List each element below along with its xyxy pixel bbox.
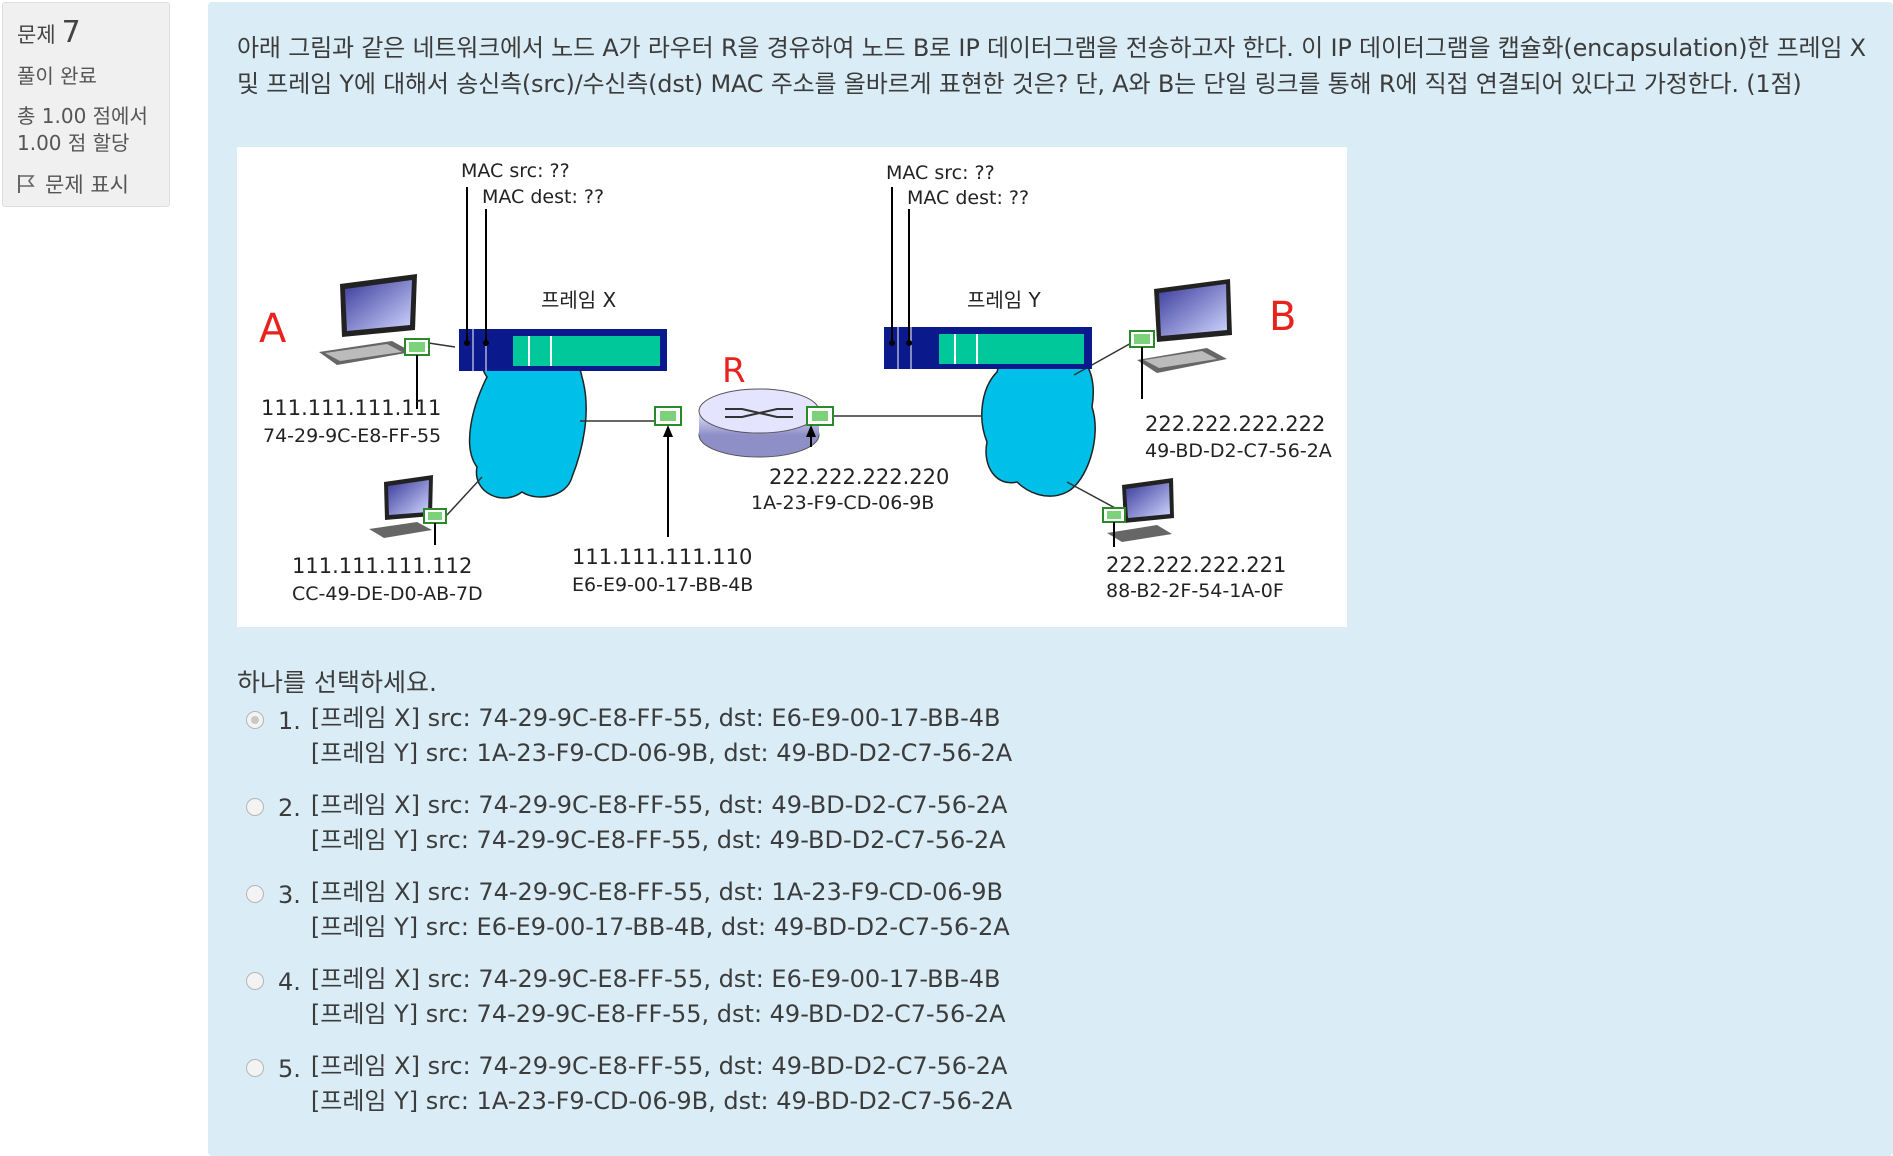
answer-line-2: [프레임 Y] src: 74-29-9C-E8-FF-55, dst: 49-… [310, 1000, 1006, 1028]
network-diagram: MAC src: ?? MAC dest: ?? MAC src: ?? MAC… [237, 147, 1347, 627]
computer-a2-icon [369, 475, 433, 538]
question-label: 문제 [17, 23, 56, 47]
frame-y-mac-src: MAC src: ?? [886, 162, 995, 184]
router-icon [698, 388, 820, 458]
question-grade: 총 1.00 점에서 1.00 점 할당 [17, 103, 155, 157]
frame-y-mac-dest: MAC dest: ?? [907, 187, 1029, 209]
question-text: 아래 그림과 같은 네트워크에서 노드 A가 라우터 R을 경유하여 노드 B로… [237, 34, 1866, 98]
answer-option-5[interactable]: 5. [프레임 X] src: 74-29-9C-E8-FF-55, dst: … [246, 1052, 1013, 1119]
frame-y-label: 프레임 Y [967, 288, 1042, 312]
question-state: 풀이 완료 [17, 64, 97, 88]
answer-line-1: [프레임 X] src: 74-29-9C-E8-FF-55, dst: E6-… [310, 965, 1001, 993]
frame-x-mac-dest: MAC dest: ?? [482, 186, 604, 208]
node-b2-mac: 88-B2-2F-54-1A-0F [1106, 580, 1284, 602]
router-left-mac: E6-E9-00-17-BB-4B [572, 574, 753, 596]
answer-option-2[interactable]: 2. [프레임 X] src: 74-29-9C-E8-FF-55, dst: … [246, 791, 1012, 858]
question-number-value: 7 [61, 15, 81, 50]
node-b-label: B [1269, 294, 1296, 340]
frame-x-mac-src: MAC src: ?? [461, 160, 570, 182]
node-b-ip: 222.222.222.222 [1145, 412, 1325, 436]
answer-line-2: [프레임 Y] src: 1A-23-F9-CD-06-9B, dst: 49-… [310, 1087, 1013, 1115]
frame-y-header [884, 327, 923, 369]
answer-line-1: [프레임 X] src: 74-29-9C-E8-FF-55, dst: 49-… [310, 791, 1008, 819]
node-b-mac: 49-BD-D2-C7-56-2A [1145, 440, 1332, 462]
flag-label: 문제 표시 [45, 173, 129, 197]
answer-number: 3. [278, 881, 301, 909]
router-left-ip: 111.111.111.110 [572, 545, 752, 569]
router-right-ip: 222.222.222.220 [769, 465, 949, 489]
node-a2-ip: 111.111.111.112 [292, 554, 472, 578]
flag-icon [18, 175, 35, 193]
computer-b2-icon [1107, 478, 1174, 542]
answer-line-2: [프레임 Y] src: 1A-23-F9-CD-06-9B, dst: 49-… [310, 739, 1013, 767]
router-label: R [722, 351, 746, 391]
answer-line-2: [프레임 Y] src: 74-29-9C-E8-FF-55, dst: 49-… [310, 826, 1006, 854]
computer-b-icon [1137, 279, 1232, 373]
answer-radio-3[interactable] [246, 885, 264, 903]
node-a-mac: 74-29-9C-E8-FF-55 [263, 425, 441, 447]
question-content: 아래 그림과 같은 네트워크에서 노드 A가 라우터 R을 경유하여 노드 B로… [208, 2, 1893, 1156]
answer-number: 2. [278, 794, 301, 822]
node-a2-mac: CC-49-DE-D0-AB-7D [292, 583, 483, 605]
frame-x-header [459, 329, 498, 371]
router-right-mac: 1A-23-F9-CD-06-9B [751, 492, 934, 514]
answer-number: 5. [278, 1055, 301, 1083]
answer-radio-1[interactable] [246, 711, 264, 729]
flag-question-button[interactable]: 문제 표시 [17, 169, 155, 199]
answer-line-2: [프레임 Y] src: E6-E9-00-17-BB-4B, dst: 49-… [310, 913, 1010, 941]
frame-x-label: 프레임 X [541, 288, 617, 312]
answer-number: 1. [278, 707, 301, 735]
answer-radio-2[interactable] [246, 798, 264, 816]
answer-option-3[interactable]: 3. [프레임 X] src: 74-29-9C-E8-FF-55, dst: … [246, 878, 1012, 945]
answer-number: 4. [278, 968, 301, 996]
answer-line-1: [프레임 X] src: 74-29-9C-E8-FF-55, dst: 49-… [310, 1052, 1008, 1080]
grade-line-2: 1.00 점 할당 [17, 131, 130, 155]
answer-option-1[interactable]: 1. [프레임 X] src: 74-29-9C-E8-FF-55, dst: … [246, 704, 1013, 771]
answer-radio-5[interactable] [246, 1059, 264, 1077]
answer-option-4[interactable]: 4. [프레임 X] src: 74-29-9C-E8-FF-55, dst: … [246, 965, 1012, 1032]
grade-line-1: 총 1.00 점에서 [17, 104, 148, 128]
node-b2-ip: 222.222.222.221 [1106, 553, 1286, 577]
node-a-label: A [259, 306, 287, 352]
computer-a-icon [319, 274, 417, 365]
answer-options: 1. [프레임 X] src: 74-29-9C-E8-FF-55, dst: … [246, 704, 1013, 1142]
answer-radio-4[interactable] [246, 972, 264, 990]
answer-prompt: 하나를 선택하세요. [237, 668, 437, 697]
node-a-ip: 111.111.111.111 [261, 396, 441, 420]
answer-line-1: [프레임 X] src: 74-29-9C-E8-FF-55, dst: E6-… [310, 704, 1001, 732]
answer-line-1: [프레임 X] src: 74-29-9C-E8-FF-55, dst: 1A-… [310, 878, 1004, 906]
